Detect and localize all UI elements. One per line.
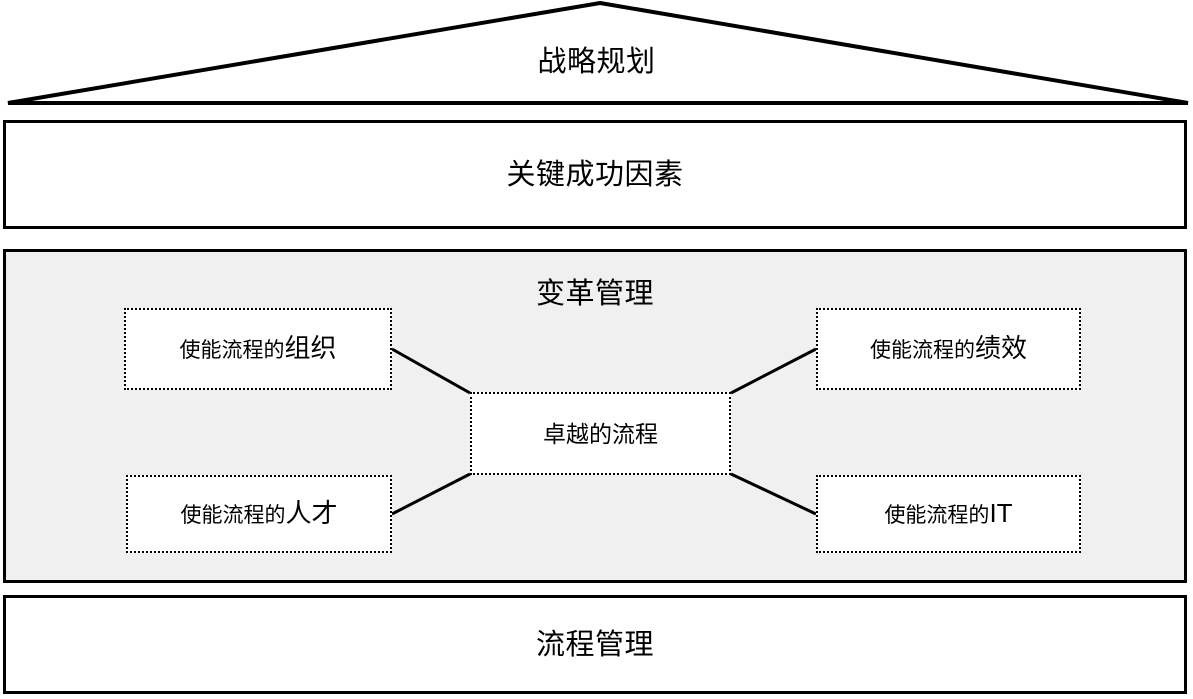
roof-triangle-icon <box>7 0 1189 105</box>
node-performance-prefix: 使能流程的 <box>869 338 975 362</box>
node-it-emphasis: IT <box>989 497 1013 528</box>
node-performance-text: 使能流程的绩效 <box>870 334 1027 365</box>
node-core-text: 卓越的流程 <box>543 420 658 447</box>
node-organization-text: 使能流程的组织 <box>179 334 336 365</box>
node-enabling-it[interactable]: 使能流程的IT <box>816 475 1081 553</box>
band-process-mgmt-label: 流程管理 <box>535 628 654 661</box>
node-enabling-organization[interactable]: 使能流程的组织 <box>124 308 392 390</box>
node-process-excellence[interactable]: 卓越的流程 <box>470 392 731 475</box>
node-enabling-talent[interactable]: 使能流程的人才 <box>126 475 392 553</box>
roof-shape: 战略规划 <box>0 0 1193 112</box>
node-talent-text: 使能流程的人才 <box>180 499 337 530</box>
node-talent-prefix: 使能流程的 <box>180 503 286 527</box>
band-critical-success-factors: 关键成功因素 <box>3 120 1187 229</box>
node-performance-emphasis: 绩效 <box>974 332 1027 363</box>
band-change-management-label: 变革管理 <box>535 278 654 310</box>
band-process-management: 流程管理 <box>3 595 1187 694</box>
node-talent-emphasis: 人才 <box>285 497 338 528</box>
node-enabling-performance[interactable]: 使能流程的绩效 <box>816 308 1081 390</box>
node-it-text: 使能流程的IT <box>884 499 1012 530</box>
node-organization-prefix: 使能流程的 <box>179 338 285 362</box>
band-csf-label: 关键成功因素 <box>506 158 684 191</box>
node-it-prefix: 使能流程的 <box>884 503 990 527</box>
node-organization-emphasis: 组织 <box>284 332 337 363</box>
